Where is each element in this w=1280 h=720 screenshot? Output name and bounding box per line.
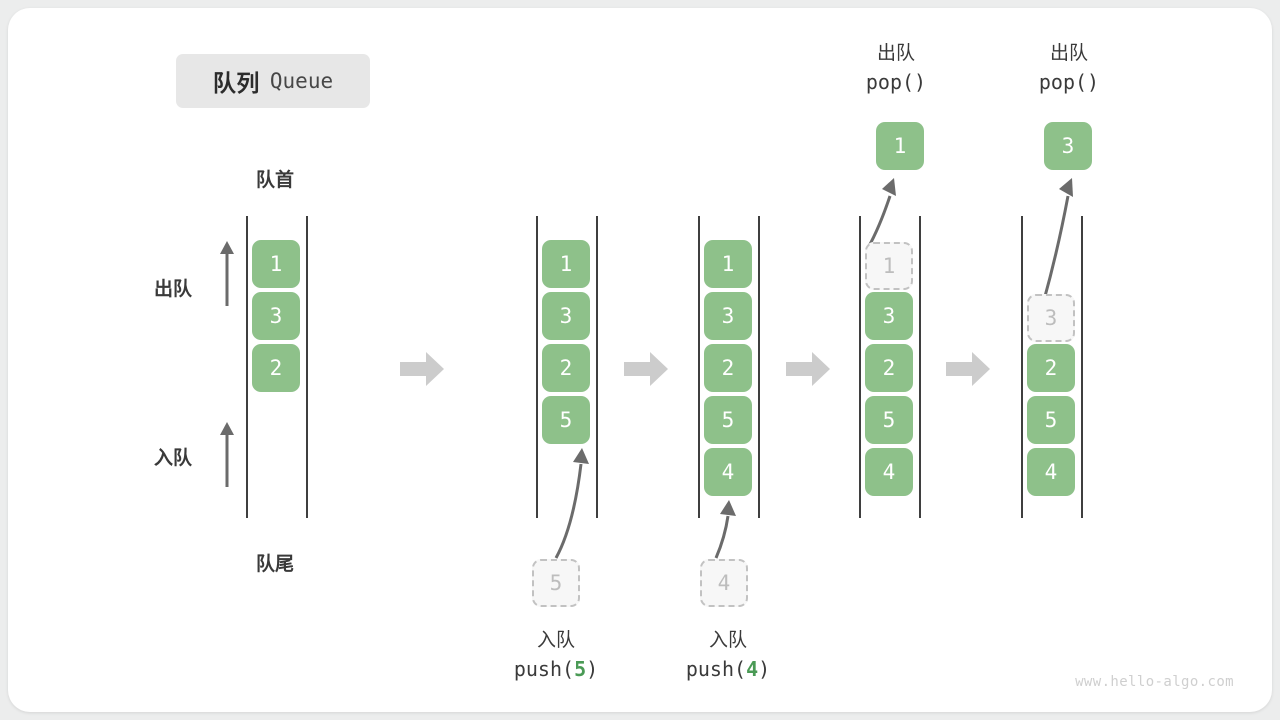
pop-label-cn: 出队 (876, 43, 915, 64)
ghost-cell: 4 (700, 559, 748, 607)
step-arrow-icon (624, 352, 668, 386)
title-en: Queue (269, 69, 334, 93)
queue-rail-right (1081, 216, 1083, 518)
enqueue-arrow-icon (220, 422, 234, 487)
rear-label: 队尾 (255, 554, 294, 575)
ghost-cell: 5 (532, 559, 580, 607)
push-label-code: push(5) (474, 655, 638, 683)
push-label-4: 入队 push(4) (646, 628, 810, 683)
ghost-cell: 1 (865, 242, 913, 290)
queue-cell: 5 (1027, 396, 1075, 444)
title-badge: 队列 Queue (176, 54, 370, 108)
queue-cell: 5 (704, 396, 752, 444)
queue-cell: 1 (252, 240, 300, 288)
step-arrow-icon (786, 352, 830, 386)
code-post: ) (758, 656, 771, 681)
code-num: 5 (574, 656, 587, 681)
title-cn: 队列 (212, 70, 260, 96)
queue-cell: 2 (865, 344, 913, 392)
enqueue-label: 入队 (154, 448, 193, 469)
step-arrow-icon (400, 352, 444, 386)
queue-rail-right (306, 216, 308, 518)
push-label-cn: 入队 (536, 630, 575, 651)
pop-arrow-icon (1042, 178, 1073, 301)
queue-cell: 2 (542, 344, 590, 392)
queue-rail-left (1021, 216, 1023, 518)
queue-cell: 2 (252, 344, 300, 392)
queue-rail-left (698, 216, 700, 518)
step-arrow-icon (946, 352, 990, 386)
queue-cell: 3 (865, 292, 913, 340)
dequeue-arrow-icon (220, 241, 234, 306)
queue-rail-left (859, 216, 861, 518)
queue-cell: 2 (704, 344, 752, 392)
queue-cell: 5 (865, 396, 913, 444)
push-label-cn: 入队 (708, 630, 747, 651)
queue-rail-left (246, 216, 248, 518)
code-post: ) (586, 656, 599, 681)
queue-rail-right (919, 216, 921, 518)
queue-rail-right (758, 216, 760, 518)
queue-cell: 3 (252, 292, 300, 340)
queue-cell: 2 (1027, 344, 1075, 392)
queue-cell: 4 (1027, 448, 1075, 496)
queue-cell-new: 5 (542, 396, 590, 444)
pop-label-code: pop() (1038, 69, 1100, 94)
queue-cell: 1 (542, 240, 590, 288)
popped-cell: 3 (1044, 122, 1092, 170)
push-label-5: 入队 push(5) (474, 628, 638, 683)
push-arrow-icon (714, 500, 736, 559)
queue-cell: 3 (704, 292, 752, 340)
pop-label-cn: 出队 (1049, 43, 1088, 64)
watermark: www.hello-algo.com (1075, 674, 1234, 690)
pop-label-3: 出队 pop() (987, 41, 1151, 96)
front-label: 队首 (255, 170, 294, 191)
push-arrow-icon (554, 448, 589, 559)
push-label-code: push(4) (646, 655, 810, 683)
queue-cell: 1 (704, 240, 752, 288)
code-pre: push( (685, 656, 747, 681)
diagram-card: 队列 Queue 队首 队尾 出队 入队 1 3 2 1 3 2 5 5 入队 … (8, 8, 1272, 712)
queue-rail-right (596, 216, 598, 518)
pop-label-1: 出队 pop() (814, 41, 978, 96)
queue-rail-left (536, 216, 538, 518)
queue-cell: 3 (542, 292, 590, 340)
queue-cell: 4 (865, 448, 913, 496)
pop-arrow-icon (866, 178, 896, 249)
queue-cell-new: 4 (704, 448, 752, 496)
dequeue-label: 出队 (154, 279, 193, 300)
pop-label-code: pop() (865, 69, 927, 94)
code-num: 4 (746, 656, 759, 681)
popped-cell: 1 (876, 122, 924, 170)
ghost-cell: 3 (1027, 294, 1075, 342)
code-pre: push( (513, 656, 575, 681)
